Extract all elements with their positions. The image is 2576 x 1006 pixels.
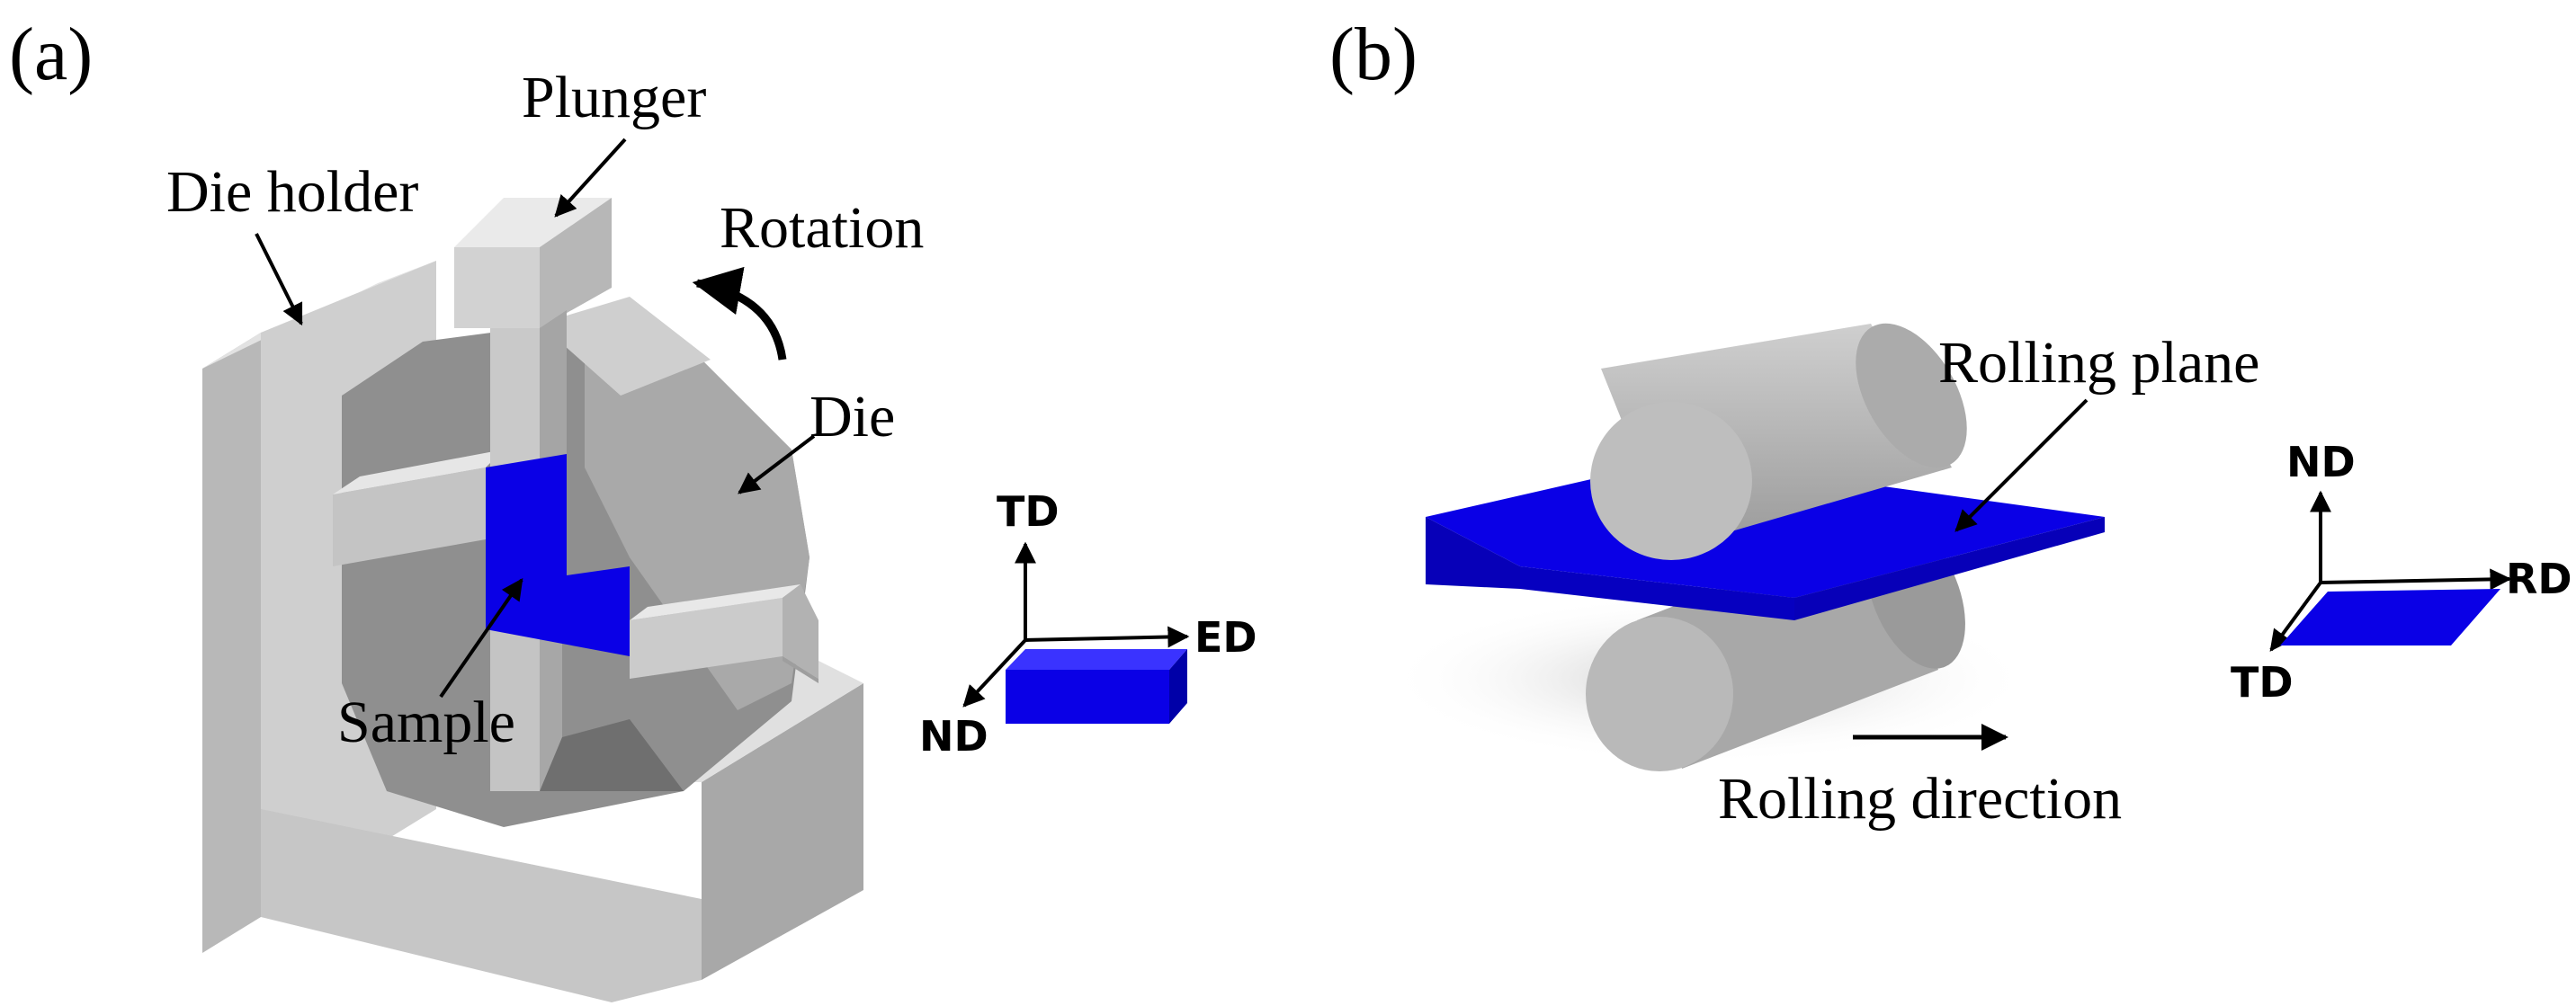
- die-arrow: [738, 434, 816, 494]
- upper-roll: [1590, 323, 1967, 560]
- sheet-front-edge: [1426, 517, 1520, 589]
- panel-a-label: (a): [9, 13, 93, 96]
- axis-b-diagonal-label: TD: [2231, 658, 2294, 707]
- rolling-mill: [1385, 323, 2105, 771]
- left-channel-bar: [333, 467, 486, 566]
- plunger-head-front: [454, 247, 540, 328]
- axis-a-diagonal: [962, 638, 1027, 708]
- axes-a: TD ED ND: [919, 487, 1257, 761]
- sample-arrow: [439, 578, 523, 699]
- plunger-rod: [490, 328, 540, 467]
- plunger-arrow: [554, 138, 627, 218]
- die-label: Die: [809, 384, 895, 450]
- axis-b-plane: [2280, 589, 2500, 645]
- axis-b-right-label: RD: [2506, 555, 2572, 603]
- plunger-rod-side: [540, 310, 567, 467]
- axis-a-up-label: TD: [997, 487, 1060, 536]
- sheet-exit-edge: [1794, 517, 2105, 620]
- sample-label: Sample: [337, 690, 515, 755]
- sample: [486, 454, 630, 656]
- axis-a-right: [1024, 626, 1190, 648]
- rotation-arrow: [692, 266, 787, 361]
- channel-shadow: [540, 719, 684, 791]
- axis-b-up-label: ND: [2286, 438, 2356, 486]
- axis-b-diagonal: [2269, 581, 2322, 652]
- upper-roll-end-near: [1590, 402, 1752, 560]
- panel-b: (b) Rolling plane Rolling direc: [1329, 13, 2572, 832]
- panel-b-label: (b): [1329, 13, 1418, 96]
- left-channel-bar-top: [333, 450, 504, 494]
- sheet-mid-edge: [1520, 566, 1794, 620]
- die-top-cap: [540, 297, 711, 396]
- die-holder-front: [202, 333, 261, 953]
- rolling-direction-label: Rolling direction: [1718, 766, 2122, 832]
- ecap-die-apparatus: [202, 198, 863, 1002]
- lower-channel: [490, 593, 540, 791]
- axis-a-right-label: ED: [1194, 613, 1257, 662]
- axis-b-right: [2320, 568, 2512, 591]
- die-holder-base: [261, 809, 702, 1002]
- exit-bar-front: [783, 656, 818, 683]
- rolling-plane-label: Rolling plane: [1938, 330, 2259, 396]
- plunger-head-side: [540, 198, 612, 328]
- exit-bar-end: [783, 584, 818, 679]
- die-holder-label: Die holder: [166, 159, 418, 225]
- die-holder-arrow: [255, 233, 303, 326]
- axis-a-block-top: [1006, 649, 1187, 670]
- axis-a-block-side: [1169, 649, 1187, 724]
- rotation-label: Rotation: [720, 195, 924, 261]
- lower-roll-end-near: [1586, 617, 1733, 771]
- axis-a-block-front: [1006, 670, 1169, 724]
- exit-bar-top: [630, 584, 801, 620]
- axes-b: ND RD TD: [2231, 438, 2572, 707]
- plunger-label: Plunger: [522, 65, 706, 130]
- axis-a-diagonal-label: ND: [919, 712, 988, 761]
- panel-a: (a): [9, 13, 1257, 1002]
- exit-bar: [630, 598, 783, 679]
- rolling-plane-arrow: [1954, 398, 2089, 532]
- upper-roll-end-far: [1856, 323, 1967, 468]
